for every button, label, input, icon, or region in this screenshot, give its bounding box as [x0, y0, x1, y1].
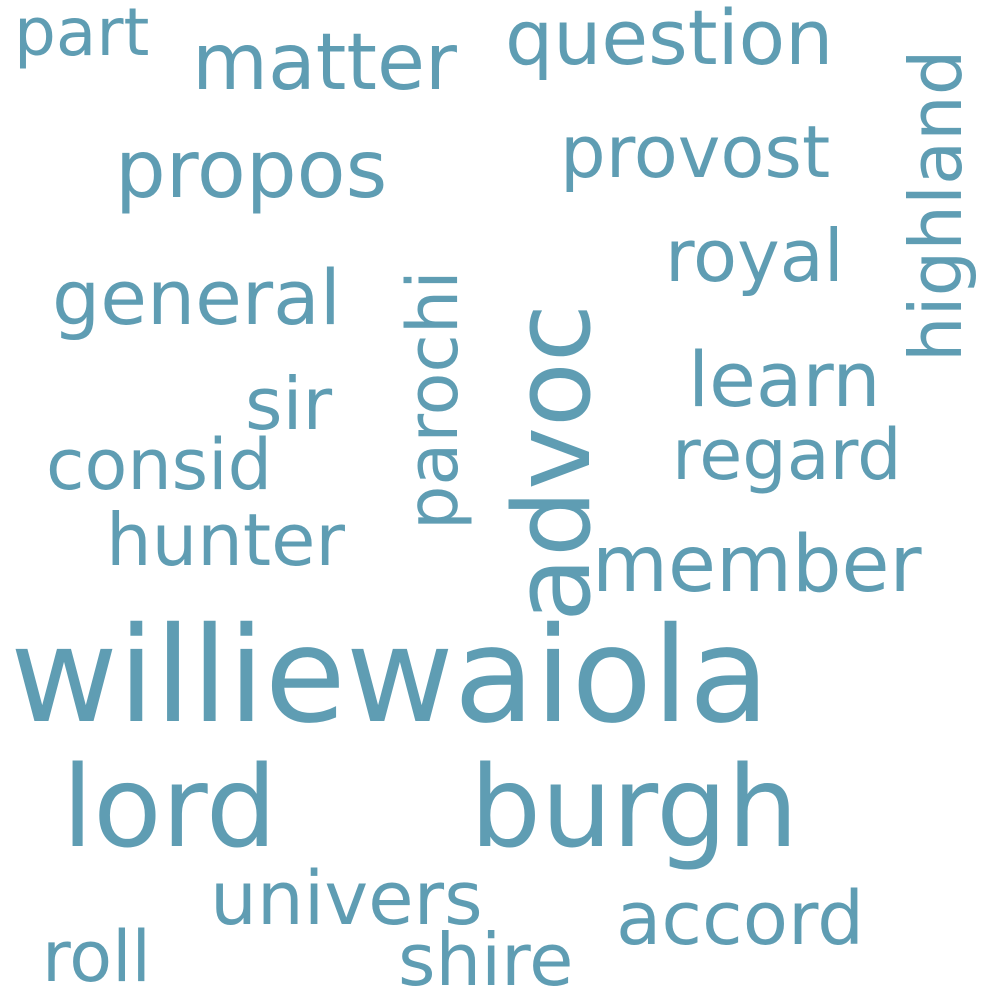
- word-regard: regard: [672, 414, 902, 496]
- word-provost: provost: [560, 110, 831, 194]
- word-sir: sir: [245, 362, 333, 446]
- word-consid: consid: [46, 424, 273, 506]
- word-general: general: [52, 253, 341, 342]
- word-question: question: [505, 0, 834, 82]
- word-matter: matter: [192, 18, 458, 108]
- word-hunter: hunter: [106, 498, 346, 582]
- word-accord: accord: [616, 876, 865, 962]
- word-highland: highland: [894, 49, 978, 362]
- word-univers: univers: [210, 856, 483, 942]
- word-advoc: advoc: [491, 303, 614, 622]
- word-learn: learn: [688, 335, 881, 424]
- word-part: part: [14, 0, 150, 71]
- word-parochi: parochi: [392, 270, 474, 530]
- word-shire: shire: [398, 918, 574, 1000]
- word-lord: lord: [62, 743, 277, 873]
- word-propos: propos: [115, 123, 388, 216]
- word-burgh: burgh: [470, 743, 799, 873]
- word-member: member: [592, 520, 922, 610]
- word-roll: roll: [42, 916, 151, 998]
- word-royal: royal: [665, 214, 844, 298]
- word-williewaiola: williewaiola: [10, 599, 770, 753]
